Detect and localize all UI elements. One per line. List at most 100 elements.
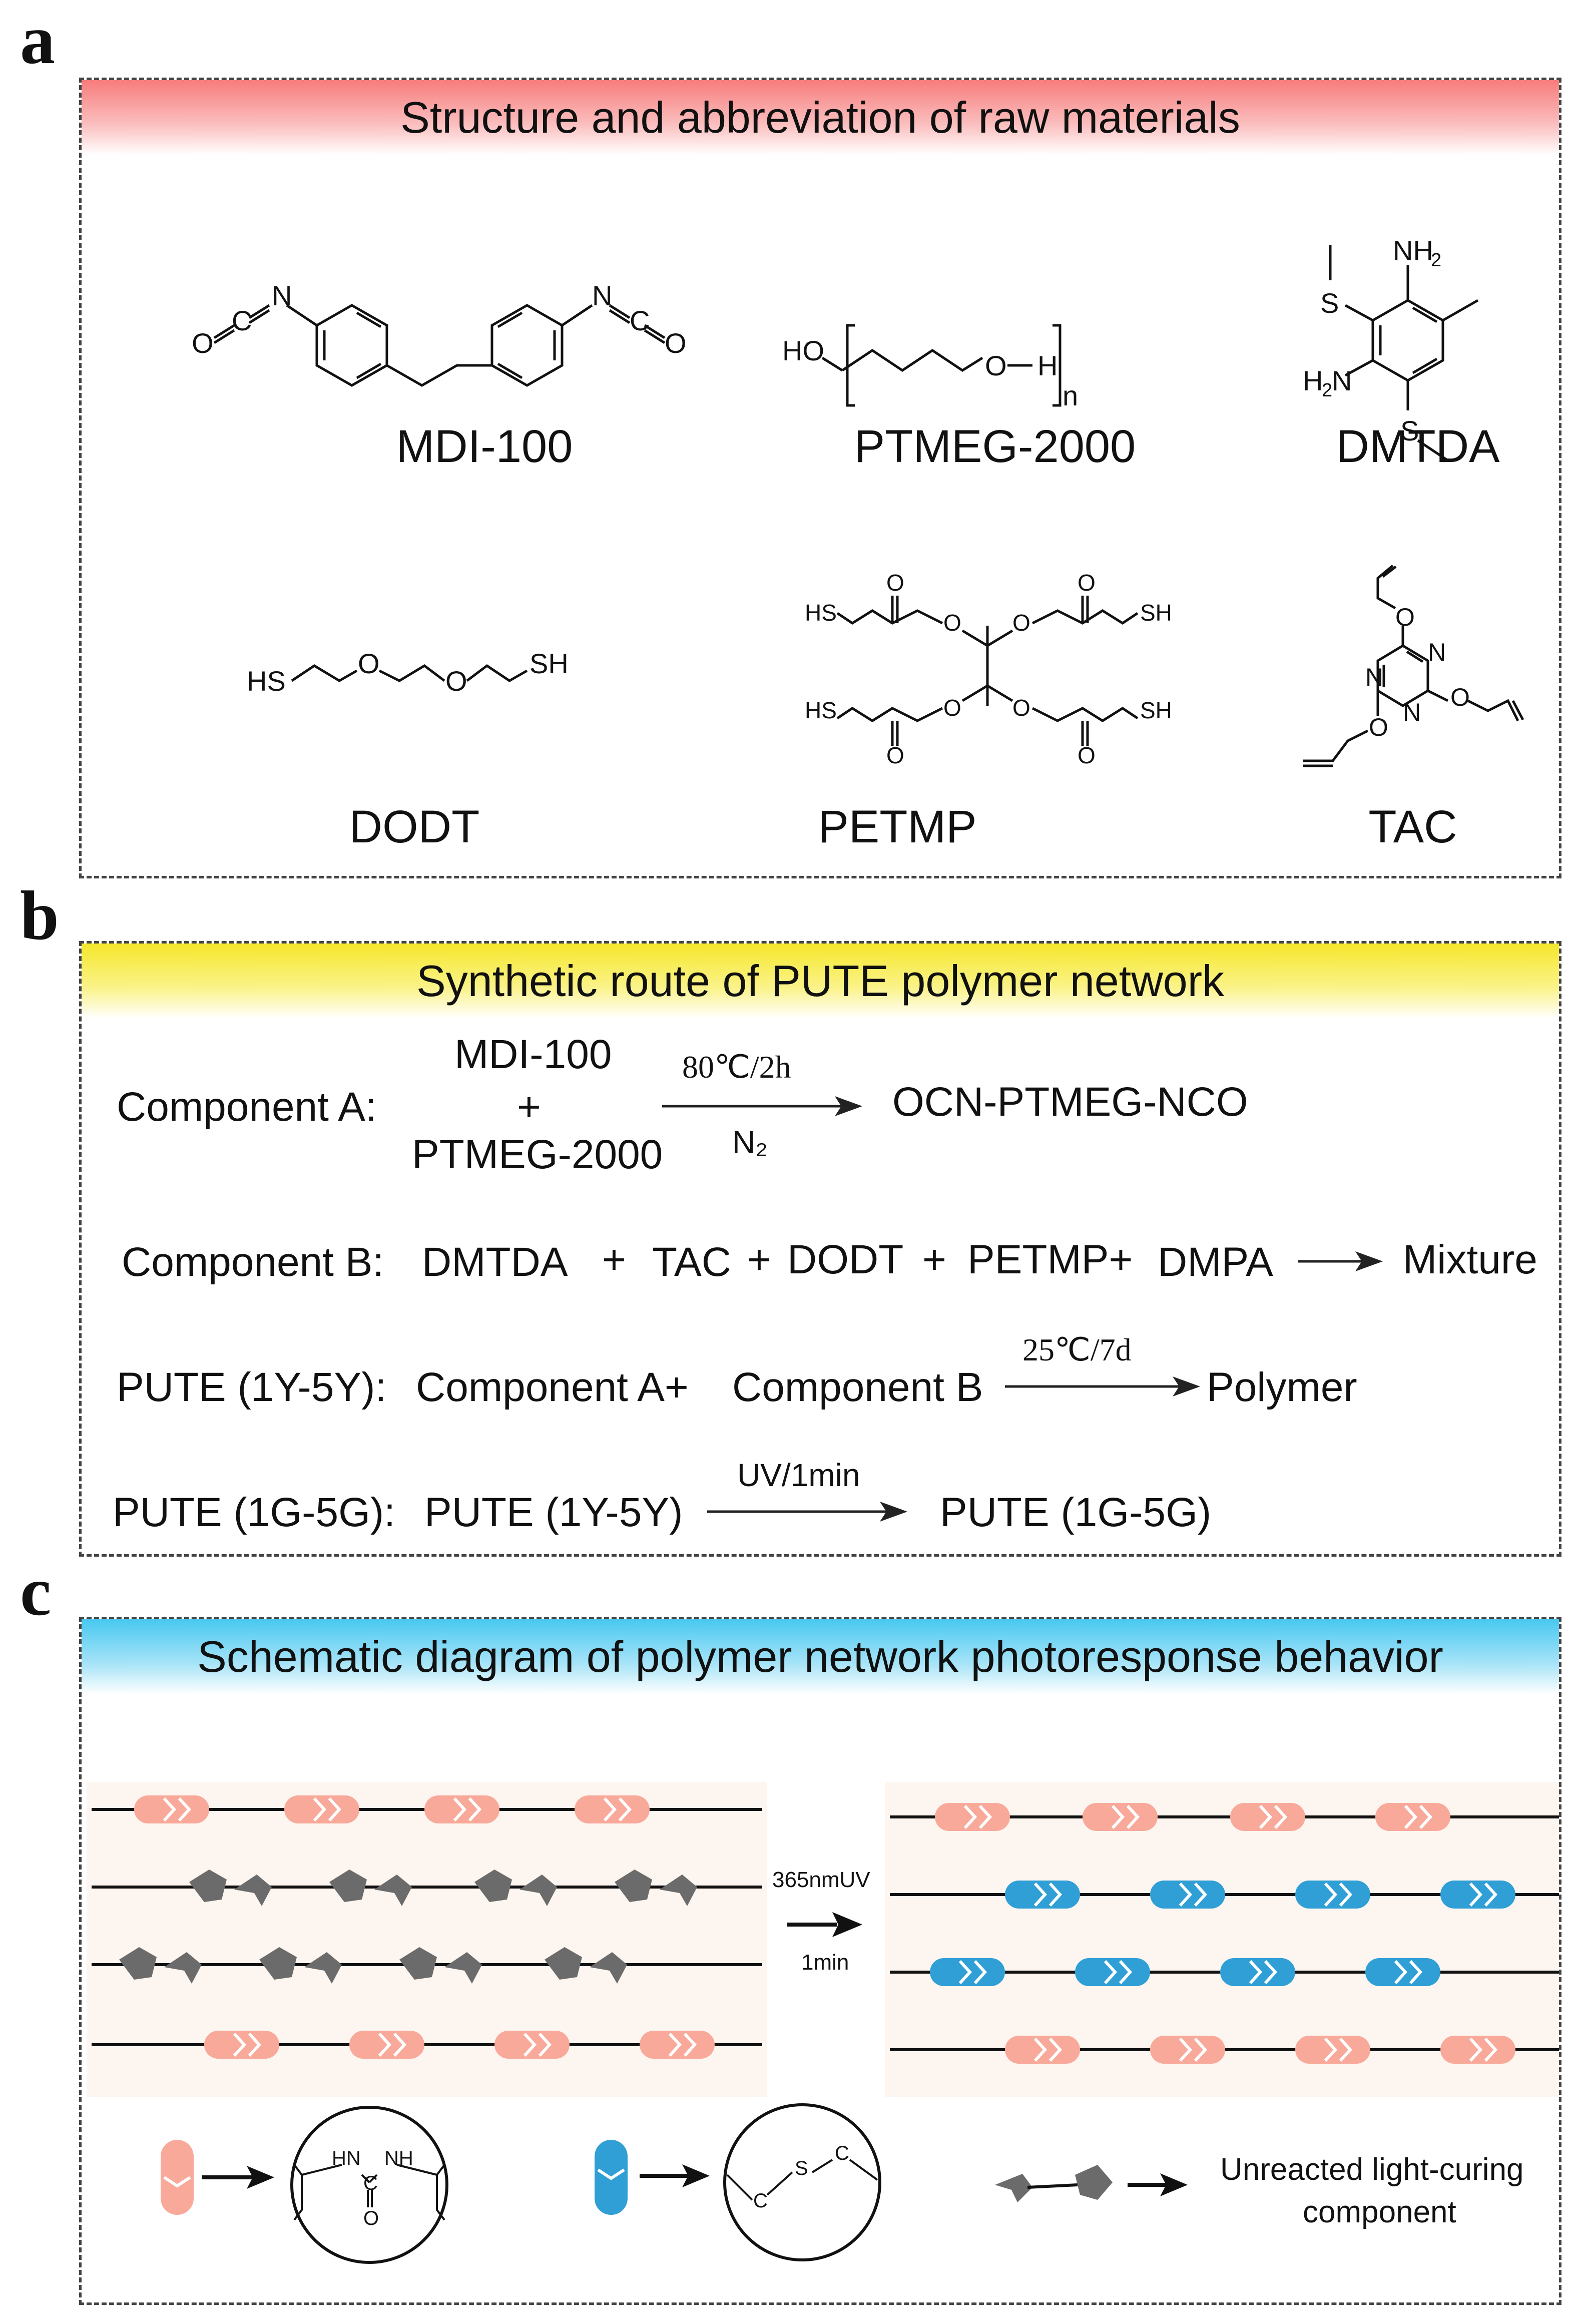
urea-link-before-1-2-chevron-1 bbox=[313, 1797, 327, 1822]
tac-atom-o3: O bbox=[1369, 713, 1388, 741]
urea-link-before-1-3 bbox=[424, 1795, 499, 1823]
unreacted-before-3-3-b bbox=[444, 1952, 482, 1984]
urea-link-before-4-3-chevron-2 bbox=[538, 2032, 552, 2057]
urea-atom-o: O bbox=[363, 2207, 379, 2229]
mdi-100-structure: N C O N C O bbox=[192, 280, 687, 387]
link-after-4-4 bbox=[1440, 2036, 1515, 2064]
link-after-2-3 bbox=[1295, 1881, 1370, 1909]
link-after-3-2-chevron-2 bbox=[1119, 1960, 1133, 1985]
row2-reactant-petmp: PETMP+ bbox=[967, 1237, 1133, 1282]
ptmeg-atom-h: H bbox=[1037, 350, 1058, 381]
row2-product: Mixture bbox=[1403, 1237, 1537, 1282]
petmp-atom-o5: O bbox=[943, 695, 961, 721]
dodt-atom-o2: O bbox=[445, 665, 467, 697]
unreacted-before-3-4-b bbox=[590, 1952, 627, 1984]
link-after-4-1 bbox=[1005, 2036, 1080, 2064]
ptmeg-subscript-n: n bbox=[1063, 380, 1078, 411]
thio-atom-c1: C bbox=[753, 2190, 768, 2212]
link-after-3-2 bbox=[1075, 1958, 1150, 1986]
link-after-3-3-chevron-2 bbox=[1264, 1960, 1278, 1985]
mdi-atom-c1: C bbox=[232, 305, 252, 336]
urea-atom-nh: NH bbox=[384, 2147, 413, 2169]
row2-arrow bbox=[1298, 1251, 1383, 1271]
panel-label-b: b bbox=[20, 877, 59, 955]
link-after-2-4 bbox=[1440, 1881, 1515, 1909]
ptmeg-atom-ho: HO bbox=[782, 335, 824, 366]
tac-atom-o2: O bbox=[1450, 683, 1470, 711]
link-after-2-1-chevron-1 bbox=[1033, 1882, 1047, 1907]
panel-a-title: Structure and abbreviation of raw materi… bbox=[82, 80, 1559, 155]
legend-gray-piece-right bbox=[1075, 2165, 1113, 2200]
dodt-atom-o1: O bbox=[358, 648, 380, 679]
link-after-2-2-chevron-1 bbox=[1179, 1882, 1193, 1907]
petmp-atom-hs2: HS bbox=[805, 697, 837, 723]
legend-gray-piece-left bbox=[995, 2174, 1032, 2202]
urea-atom-hn: HN bbox=[332, 2147, 361, 2169]
urea-link-before-4-4-chevron-2 bbox=[683, 2032, 697, 2057]
panel-c: Schematic diagram of polymer network pho… bbox=[79, 1617, 1561, 2305]
petmp-atom-hs1: HS bbox=[805, 600, 837, 626]
urea-link-before-4-2-chevron-1 bbox=[378, 2032, 392, 2057]
molecule-label-petmp: PETMP bbox=[818, 801, 977, 852]
row1-arrow bbox=[662, 1096, 862, 1116]
row1-plus: + bbox=[517, 1084, 541, 1130]
legend-salmon-capsule bbox=[161, 2140, 194, 2215]
unreacted-before-3-3-a bbox=[399, 1947, 437, 1980]
row4-label: PUTE (1G-5G): bbox=[113, 1490, 395, 1535]
row1-product: OCN-PTMEG-NCO bbox=[892, 1079, 1248, 1125]
urea-atom-c: C bbox=[363, 2172, 378, 2194]
thio-atom-c2: C bbox=[835, 2142, 849, 2164]
urea-link-before-1-1-chevron-1 bbox=[163, 1797, 177, 1822]
molecule-label-mdi-100: MDI-100 bbox=[396, 421, 573, 472]
row2-reactant-dmtda: DMTDA bbox=[422, 1239, 568, 1285]
unreacted-before-2-2-b bbox=[374, 1875, 412, 1906]
link-after-3-4-chevron-2 bbox=[1409, 1960, 1423, 1985]
petmp-atom-o1: O bbox=[886, 570, 904, 596]
urea-link-before-1-3-chevron-2 bbox=[468, 1797, 482, 1822]
link-after-2-1 bbox=[1005, 1881, 1080, 1909]
link-after-4-3 bbox=[1295, 2036, 1370, 2064]
petmp-atom-sh2: SH bbox=[1140, 697, 1172, 723]
petmp-atom-o2: O bbox=[943, 610, 961, 636]
arrow-label-top: 365nmUV bbox=[772, 1868, 870, 1892]
dmtda-subscript-2a: 2 bbox=[1431, 250, 1441, 271]
mdi-atom-n1: N bbox=[272, 280, 292, 311]
mdi-atom-o1: O bbox=[192, 327, 214, 359]
link-after-3-1-chevron-2 bbox=[973, 1960, 987, 1985]
urea-link-before-4-3 bbox=[494, 2031, 570, 2059]
legend-thioether: C S C bbox=[595, 2103, 881, 2261]
row2-plus-2: + bbox=[747, 1237, 771, 1282]
dmtda-atom-s1: S bbox=[1320, 287, 1339, 319]
row1-label: Component A: bbox=[117, 1084, 377, 1130]
link-after-2-1-chevron-2 bbox=[1048, 1882, 1063, 1907]
uv-arrow-head bbox=[832, 1912, 862, 1937]
petmp-atom-o3: O bbox=[1012, 610, 1030, 636]
link-after-4-4-chevron-1 bbox=[1469, 2037, 1483, 2062]
link-after-3-3-chevron-1 bbox=[1249, 1960, 1263, 1985]
unreacted-before-3-2-a bbox=[259, 1947, 297, 1980]
tac-atom-n3: N bbox=[1403, 698, 1421, 726]
urea-link-before-4-1 bbox=[204, 2031, 279, 2059]
row4-product: PUTE (1G-5G) bbox=[940, 1490, 1212, 1535]
link-after-4-1-chevron-2 bbox=[1048, 2037, 1063, 2062]
link-after-1-4-chevron-2 bbox=[1419, 1804, 1433, 1829]
tac-structure: O N N N O O bbox=[1303, 565, 1524, 767]
dodt-atom-hs: HS bbox=[247, 665, 286, 697]
link-after-2-3-chevron-1 bbox=[1324, 1882, 1338, 1907]
dmtda-atom-h: H bbox=[1303, 365, 1323, 396]
molecule-label-ptmeg-2000: PTMEG-2000 bbox=[854, 421, 1136, 472]
link-after-2-3-chevron-2 bbox=[1339, 1882, 1353, 1907]
dodt-atom-sh: SH bbox=[530, 648, 569, 679]
arrow-label-bottom: 1min bbox=[801, 1950, 849, 1975]
legend-urea: HN NH C O bbox=[161, 2106, 448, 2264]
row3-condition-above: 25℃/7d bbox=[1022, 1332, 1132, 1367]
link-after-1-3-chevron-2 bbox=[1274, 1804, 1288, 1829]
link-after-1-4 bbox=[1375, 1803, 1450, 1831]
panel-a: Structure and abbreviation of raw materi… bbox=[79, 78, 1561, 878]
link-after-2-2 bbox=[1150, 1881, 1225, 1909]
petmp-atom-o8: O bbox=[1078, 742, 1096, 768]
link-after-2-2-chevron-2 bbox=[1194, 1882, 1208, 1907]
row1-condition-below: N₂ bbox=[732, 1124, 768, 1160]
mdi-atom-n2: N bbox=[592, 280, 612, 311]
dodt-structure: HS O O SH bbox=[247, 648, 569, 697]
